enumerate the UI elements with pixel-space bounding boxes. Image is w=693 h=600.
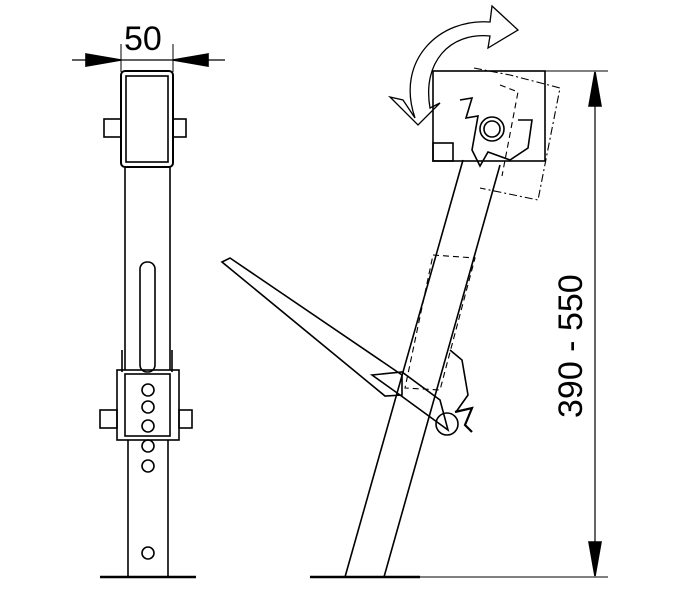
nut-lower-right bbox=[178, 409, 193, 429]
ratchet-teeth bbox=[454, 406, 474, 433]
height-arrow-top bbox=[588, 71, 602, 107]
adjustment-holes bbox=[141, 383, 155, 560]
nut-right bbox=[172, 118, 187, 138]
bolt-head-lower-left bbox=[99, 409, 118, 429]
rotation-arrow-icon bbox=[387, 4, 520, 126]
bolt-head-left bbox=[103, 118, 122, 138]
width-dimension-label: 50 bbox=[124, 20, 162, 58]
handle-rod bbox=[139, 261, 156, 373]
height-arrow-bottom bbox=[588, 541, 602, 577]
top-bracket bbox=[120, 70, 174, 168]
tube-left-edge bbox=[344, 159, 464, 578]
dimension-arrow-left bbox=[85, 53, 122, 67]
pivot-bolt bbox=[479, 116, 505, 142]
inner-tube-hidden bbox=[404, 254, 476, 391]
head-housing bbox=[432, 70, 546, 162]
height-dimension-label: 390 - 550 bbox=[552, 274, 590, 418]
tube-right-edge bbox=[383, 164, 501, 578]
side-view: 390 - 550 bbox=[220, 4, 608, 579]
dimension-arrow-right bbox=[172, 53, 209, 67]
lever-handle bbox=[220, 257, 403, 397]
alternate-position-outline bbox=[473, 67, 561, 201]
lever-pivot bbox=[435, 412, 459, 436]
bracket-inner bbox=[125, 75, 169, 163]
front-view: 50 bbox=[72, 20, 225, 579]
